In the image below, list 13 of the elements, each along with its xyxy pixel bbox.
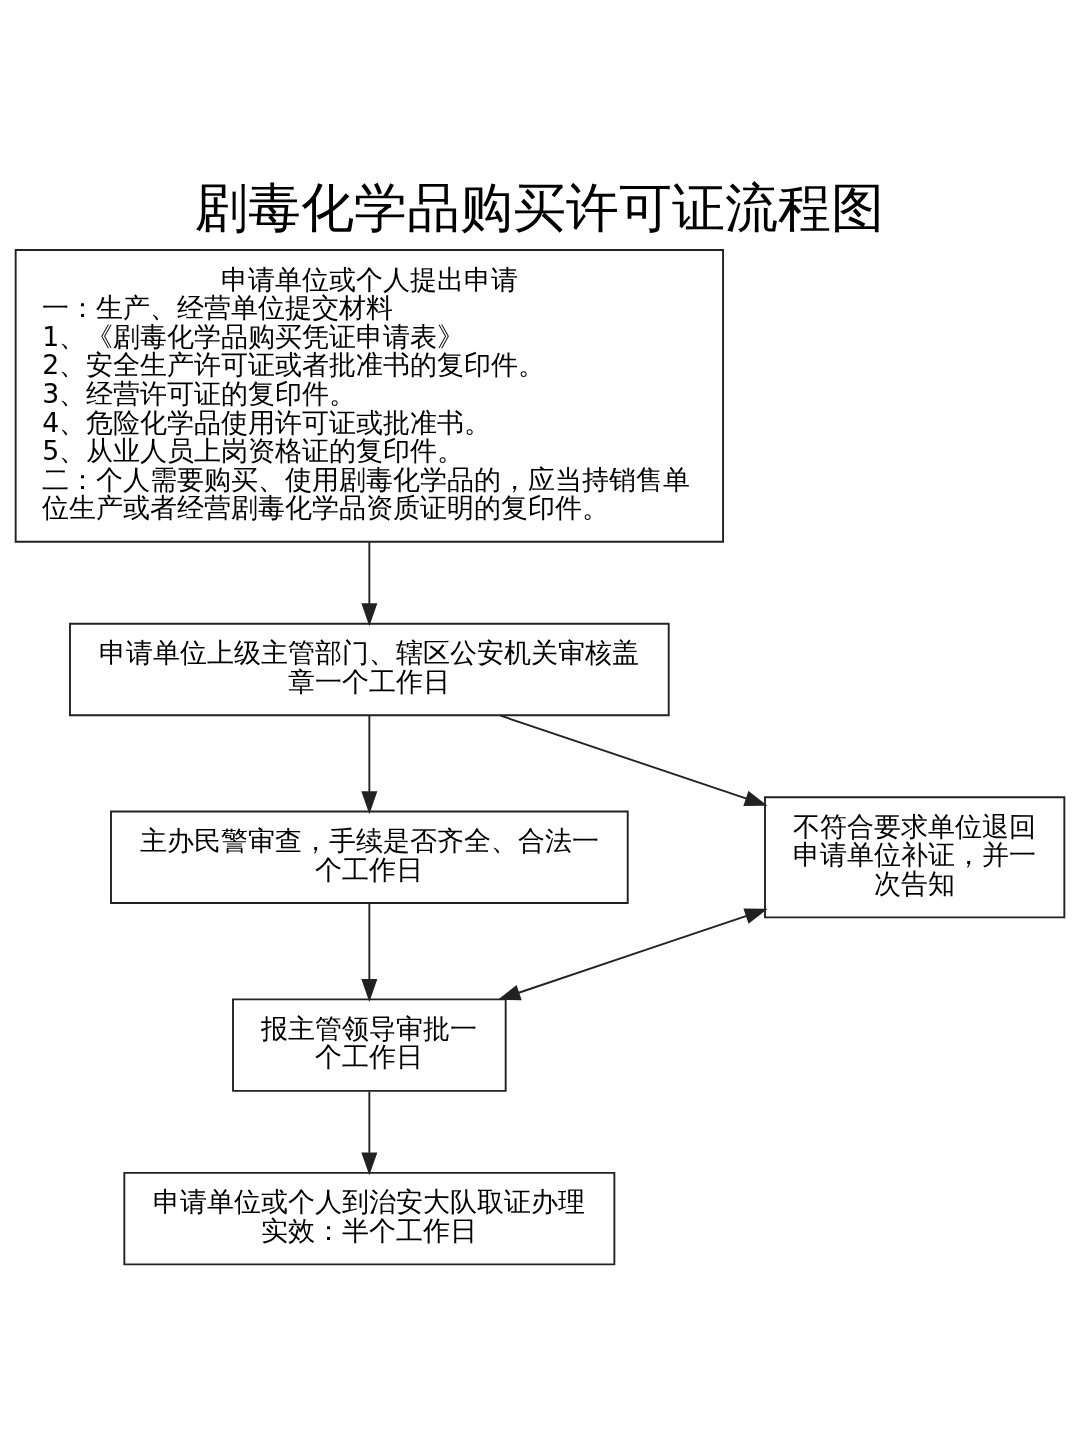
node-box: 申请单位或个人到治安大队取证办理实效：半个工作日 xyxy=(123,1171,616,1266)
arrow xyxy=(361,541,378,627)
arrow xyxy=(361,714,378,815)
node-box: 不符合要求单位退回申请单位补证，并一次告知 xyxy=(764,796,1066,919)
node-box: 申请单位或个人提出申请 一：生产、经营单位提交材料 1、《剧毒化学品购买凭证申请表》 2、安全生产许可证或者批准书的复印件。 3、经营许可证的复印件。 4、危险化学品使用许可证或批准书。 5、从业人员上岗资格证的复印件。 二：个人需要购买、使用剧毒化学品的，应当持销售单位生产或者经营剧毒化学品资质证明的复印件。 xyxy=(14,249,724,543)
node-box: 主办民警审查，手续是否齐全、合法一个工作日 xyxy=(110,810,629,904)
node-box: 报主管领导审批一个工作日 xyxy=(232,998,507,1092)
arrow xyxy=(499,714,768,807)
arrow xyxy=(361,1090,378,1176)
diagram-title: 剧毒化学品购买许可证流程图 xyxy=(195,175,885,239)
arrow xyxy=(497,908,768,1001)
node-box: 申请单位上级主管部门、辖区公安机关审核盖章一个工作日 xyxy=(69,622,670,717)
arrow xyxy=(361,902,378,1002)
